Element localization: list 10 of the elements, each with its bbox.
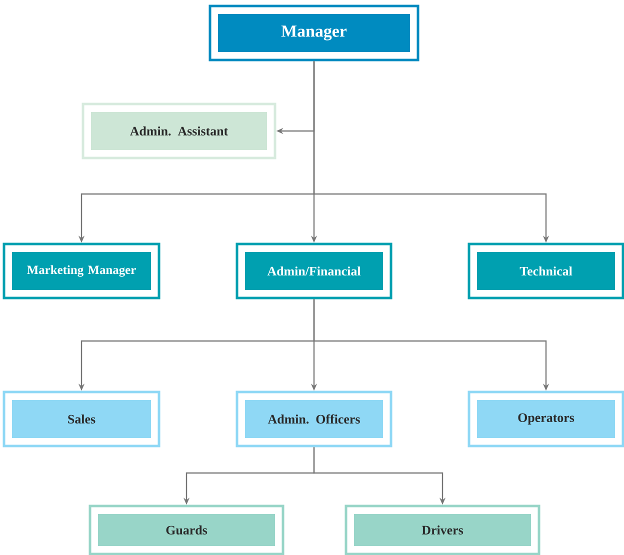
- role-box: Guards: [88, 504, 284, 555]
- role-box: Admin. Assistant: [82, 102, 276, 160]
- role-box: Operators: [468, 390, 624, 448]
- manager-box: Manager: [208, 4, 420, 62]
- role-box: Sales: [2, 390, 160, 448]
- department-box: Technical: [468, 242, 624, 300]
- role-box: Drivers: [344, 504, 540, 555]
- department-box: Marketing Manager: [2, 242, 160, 300]
- department-box: Admin/Financial: [236, 242, 392, 300]
- role-box: Admin. Officers: [236, 390, 392, 448]
